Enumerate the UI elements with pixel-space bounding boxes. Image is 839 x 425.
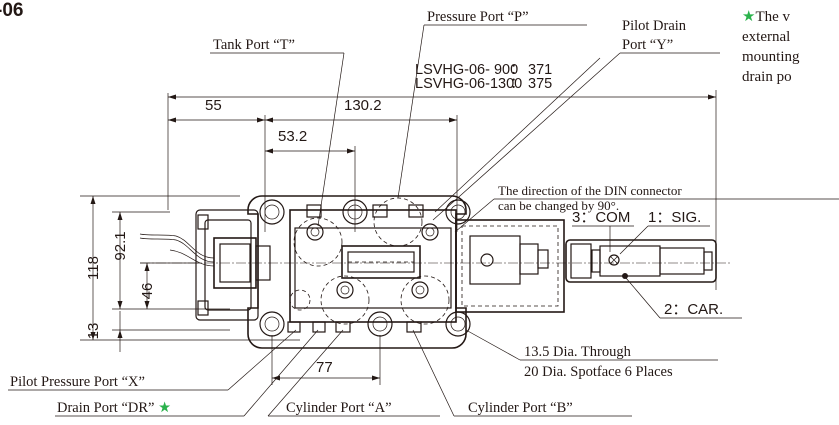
label-pilot-drain-port: Pilot Drain Port “Y” bbox=[432, 18, 720, 221]
side-note-line-1: The v bbox=[755, 9, 790, 25]
side-note-line-3: mounting bbox=[742, 49, 800, 65]
side-note: ★The v external mounting drain po bbox=[742, 9, 800, 85]
dim-46: 46 bbox=[139, 283, 156, 300]
mounting-line-2: 20 Dia. Spotface 6 Places bbox=[524, 364, 673, 380]
pin-2-car: 2：CAR. bbox=[664, 301, 723, 318]
label-mounting-holes: 13.5 Dia. Through 20 Dia. Spotface 6 Pla… bbox=[465, 329, 718, 380]
model-row-1-sep: ： bbox=[510, 62, 525, 78]
model-suffix-title: -06 bbox=[0, 0, 23, 21]
label-din-connector-note: The direction of the DIN connector can b… bbox=[454, 183, 839, 233]
din-note-line-1: The direction of the DIN connector bbox=[498, 183, 682, 198]
pilot-drain-line-1: Pilot Drain bbox=[622, 18, 687, 34]
model-row-2-value: 375 bbox=[528, 76, 552, 92]
model-table: LSVHG-06- 900 ： 371 LSVHG-06-1300 ： 375 bbox=[415, 62, 552, 92]
side-note-line-4: drain po bbox=[742, 69, 792, 85]
label-pilot-pressure-port: Pilot Pressure Port “X” bbox=[8, 329, 297, 391]
dim-13: 13 bbox=[85, 323, 102, 340]
dim-55: 55 bbox=[205, 97, 222, 114]
dimension-line-bottom: 77 bbox=[271, 335, 381, 385]
pin-3-com: 3：COM bbox=[572, 209, 630, 226]
svg-text:★The v: ★The v bbox=[742, 9, 791, 25]
mounting-holes bbox=[259, 199, 471, 337]
model-row-1-name: LSVHG-06- 900 bbox=[415, 62, 518, 78]
side-note-star: ★ bbox=[742, 9, 755, 25]
label-tank-port: Tank Port “T” bbox=[210, 37, 345, 227]
dim-77: 77 bbox=[316, 359, 333, 376]
svg-text:Cylinder Port “B”: Cylinder Port “B” bbox=[468, 400, 573, 416]
svg-text:Drain Port “DR” ★: Drain Port “DR” ★ bbox=[57, 400, 171, 416]
dim-118: 118 bbox=[85, 256, 102, 280]
din-note-line-2: can be changed by 90°. bbox=[498, 198, 619, 213]
svg-text:Tank Port “T”: Tank Port “T” bbox=[213, 37, 295, 53]
mounting-line-1: 13.5 Dia. Through bbox=[524, 344, 632, 360]
dim-53-2: 53.2 bbox=[278, 128, 307, 145]
model-row-1-value: 371 bbox=[528, 62, 552, 78]
valve-body bbox=[139, 195, 730, 349]
label-pressure-port: Pressure Port “P” bbox=[397, 9, 587, 199]
model-row-2-sep: ： bbox=[510, 76, 525, 92]
svg-text:Pilot Pressure Port “X”: Pilot Pressure Port “X” bbox=[10, 374, 145, 390]
din-pin-labels: 3：COM 1：SIG. 2：CAR. bbox=[572, 209, 742, 319]
dim-130-2: 130.2 bbox=[344, 97, 382, 114]
side-note-line-2: external bbox=[742, 29, 790, 45]
svg-text:Pressure Port “P”: Pressure Port “P” bbox=[427, 9, 529, 25]
body-bolts bbox=[306, 223, 439, 299]
dim-92-1: 92.1 bbox=[112, 231, 129, 260]
label-drain-port: Drain Port “DR” ★ bbox=[55, 329, 319, 417]
model-row-2-name: LSVHG-06-1300 bbox=[415, 76, 522, 92]
svg-text:Cylinder Port “A”: Cylinder Port “A” bbox=[286, 400, 392, 416]
pin-1-sig: 1：SIG. bbox=[648, 209, 701, 226]
label-cylinder-port-a: Cylinder Port “A” bbox=[267, 329, 440, 417]
svg-text:Port “Y”: Port “Y” bbox=[622, 37, 673, 53]
drain-star-icon: ★ bbox=[158, 400, 171, 416]
label-cylinder-port-b: Cylinder Port “B” bbox=[412, 329, 632, 417]
